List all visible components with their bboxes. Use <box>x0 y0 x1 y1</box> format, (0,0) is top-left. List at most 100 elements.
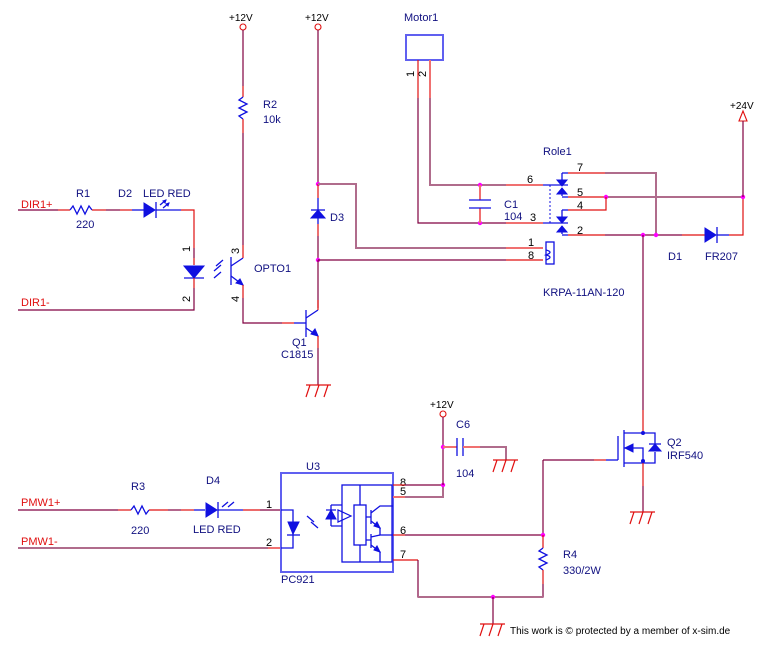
u3-pin6: 6 <box>400 525 406 537</box>
light-emission-icon <box>306 515 319 529</box>
ground-icon <box>629 511 655 525</box>
power-arrow-icon <box>738 109 748 122</box>
net-label-dir-minus: DIR1- <box>21 297 50 309</box>
power-12v-top-left: +12V <box>229 13 253 31</box>
u3-pin7: 7 <box>400 549 406 561</box>
r1-value: 220 <box>76 219 94 231</box>
c6-ref: C6 <box>456 419 470 431</box>
r2-value: 10k <box>263 114 281 126</box>
opto1-pin3: 3 <box>230 248 242 254</box>
r3-ref: R3 <box>131 481 145 493</box>
r3-value: 220 <box>131 525 149 537</box>
power-label-12v-a: +12V <box>229 13 253 24</box>
resistor-r2-icon <box>237 96 249 120</box>
wire <box>405 485 444 498</box>
junction <box>641 459 645 463</box>
power-terminal-icon <box>314 23 322 31</box>
d1-value: FR207 <box>705 251 738 263</box>
opto1-pin1: 1 <box>181 246 193 252</box>
wire <box>318 183 506 249</box>
u3-pin5: 5 <box>400 486 406 498</box>
contact-no-icon <box>555 187 569 195</box>
u3-pin8: 8 <box>400 477 406 489</box>
wire <box>729 197 744 236</box>
resistor-r1-icon <box>69 204 93 216</box>
d2-value: LED RED <box>143 188 191 200</box>
power-label-24v: +24V <box>730 101 754 112</box>
c6-value: 104 <box>456 468 474 480</box>
arrowhead <box>165 202 170 207</box>
opto-led-icon <box>182 265 206 279</box>
capacitor-c1-icon <box>469 199 491 209</box>
u3-body <box>280 472 394 573</box>
opto1-ref: OPTO1 <box>254 263 291 275</box>
power-terminal-icon <box>239 23 247 31</box>
role1-ref: Role1 <box>543 146 572 158</box>
diode-d3-icon <box>309 209 327 219</box>
light-emission-icon <box>221 501 235 508</box>
copyright-notice: This work is © protected by a member of … <box>510 626 731 637</box>
d4-value: LED RED <box>193 524 241 536</box>
mosfet-q2: Q2 IRF540 <box>617 430 703 467</box>
r4-value: 330/2W <box>563 565 602 577</box>
diode-d1-icon <box>704 227 717 243</box>
capacitor-c6-icon <box>456 438 464 456</box>
wire <box>417 560 493 598</box>
d2-ref: D2 <box>118 188 132 200</box>
body-diode-icon <box>647 443 663 452</box>
u3-value: PC921 <box>281 574 315 586</box>
optocoupler-u3: U3 PC921 1 2 8 5 6 7 <box>266 461 406 586</box>
ground-icon <box>305 384 331 398</box>
q2-value: IRF540 <box>667 450 703 462</box>
emitter-arrow-icon <box>310 328 319 337</box>
motor1-box <box>405 34 444 61</box>
c1-value: 104 <box>504 211 522 223</box>
role1-pin6: 6 <box>527 174 533 186</box>
role1-value: KRPA-11AN-120 <box>543 287 625 299</box>
r2-ref: R2 <box>263 99 277 111</box>
transistor-q1: Q1 C1815 <box>281 309 319 361</box>
junction <box>641 431 645 435</box>
wire <box>568 197 607 211</box>
resistor-r3-icon <box>130 504 150 516</box>
u3-ref: U3 <box>306 461 320 473</box>
wire <box>493 584 544 598</box>
opto1: 1 2 3 4 OPTO1 <box>18 246 291 311</box>
wire <box>429 98 506 186</box>
u3-transistor-upper <box>366 505 393 536</box>
motor1-ref: Motor1 <box>404 12 438 24</box>
net-label-pwm-plus: PMW1+ <box>21 497 60 509</box>
power-label-12v-c: +12V <box>430 400 454 411</box>
u3-transistor-lower <box>366 534 381 562</box>
r4-ref: R4 <box>563 549 577 561</box>
power-label-12v-b: +12V <box>305 13 329 24</box>
mosfet-arrow-icon <box>623 443 634 453</box>
role1-pin4: 4 <box>577 200 583 212</box>
role1-pin8: 8 <box>528 250 534 262</box>
relay-role1: Role1 7 6 5 4 3 2 1 8 KRPA-11AN-120 <box>527 146 625 299</box>
light-emission-icon <box>213 259 224 279</box>
opto1-pin4: 4 <box>230 296 242 302</box>
power-12v-top-right: +12V <box>305 13 329 31</box>
wire <box>181 209 195 248</box>
r1-ref: R1 <box>76 188 90 200</box>
net-label-pwm-minus: PMW1- <box>21 536 58 548</box>
emitter-arrow-icon <box>373 545 381 553</box>
u3-pin2: 2 <box>266 537 272 549</box>
role1-pin5: 5 <box>577 187 583 199</box>
contact-nc-icon <box>555 216 569 224</box>
wire <box>417 98 506 224</box>
led-d4-icon <box>205 502 218 518</box>
motor1-pin1: 1 <box>405 71 417 77</box>
power-24v: +24V <box>730 101 754 122</box>
motor1-pin2: 2 <box>417 71 429 77</box>
wire <box>480 446 507 460</box>
coil-winding <box>543 249 551 261</box>
role1-pin7: 7 <box>577 162 583 174</box>
c1-ref: C1 <box>504 199 518 211</box>
led-d2-icon <box>143 202 156 218</box>
q1-ref: Q1 <box>292 337 307 349</box>
u3-driver-block <box>353 504 367 546</box>
u3-pin1: 1 <box>266 499 272 511</box>
